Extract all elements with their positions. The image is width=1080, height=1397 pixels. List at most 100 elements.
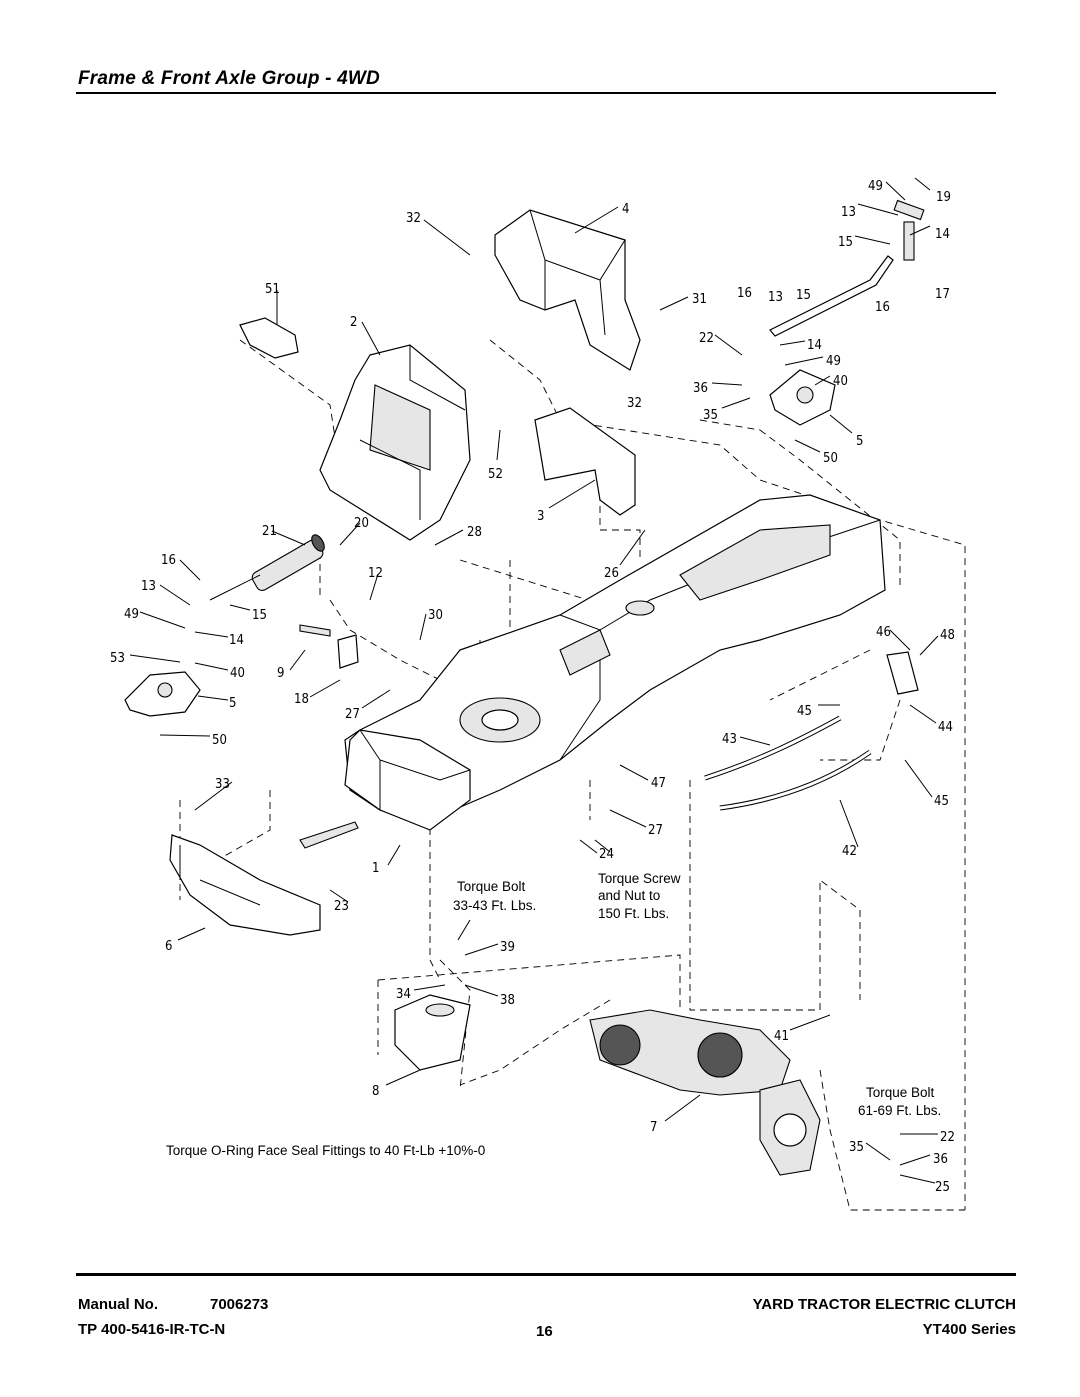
- callout-14: 14: [229, 633, 244, 648]
- torque-notes: Torque Bolt 33-43 Ft. Lbs. Torque Screw and…: [166, 871, 941, 1158]
- callout-49: 49: [868, 179, 883, 194]
- part-7-transaxle: [589, 1009, 821, 1176]
- callout-15: 15: [796, 288, 811, 303]
- callout-48: 48: [940, 628, 955, 643]
- torque-note: Torque Screw: [598, 871, 681, 886]
- part-9-bolt: [299, 624, 331, 637]
- part-6-bumper: [169, 834, 321, 936]
- footer-rule: [76, 1273, 1016, 1276]
- part-4-bracket: [494, 209, 641, 371]
- callout-7: 7: [650, 1120, 657, 1135]
- part-48-bracket: [886, 651, 919, 695]
- callout-21: 21: [262, 524, 277, 539]
- callout-40: 40: [230, 666, 245, 681]
- callout-6: 6: [165, 939, 172, 954]
- torque-note: and Nut to: [598, 888, 660, 903]
- callout-44: 44: [938, 720, 953, 735]
- callout-25: 25: [935, 1180, 950, 1195]
- callout-14: 14: [935, 227, 950, 242]
- tp-code: TP 400-5416-IR-TC-N: [78, 1321, 226, 1338]
- callout-2: 2: [350, 315, 357, 330]
- torque-note: 61-69 Ft. Lbs.: [858, 1103, 941, 1118]
- part-43-hose: [704, 715, 842, 781]
- callout-15: 15: [838, 235, 853, 250]
- callout-28: 28: [467, 525, 482, 540]
- torque-note: Torque Bolt: [457, 879, 526, 894]
- callout-9: 9: [277, 666, 284, 681]
- callout-27: 27: [345, 707, 360, 722]
- part-21-cylinder: [209, 534, 325, 601]
- callout-17: 17: [935, 287, 950, 302]
- callout-15: 15: [252, 608, 267, 623]
- callout-12: 12: [368, 566, 383, 581]
- callout-50: 50: [212, 733, 227, 748]
- callout-16: 16: [875, 300, 890, 315]
- callout-27: 27: [648, 823, 663, 838]
- callout-41: 41: [774, 1029, 789, 1044]
- drag-link-top: [769, 199, 925, 337]
- torque-note: 33-43 Ft. Lbs.: [453, 898, 536, 913]
- callout-31: 31: [692, 292, 707, 307]
- part-23-pin: [299, 821, 359, 849]
- manual-label: Manual No.: [78, 1296, 159, 1313]
- callout-13: 13: [141, 579, 156, 594]
- callout-53: 53: [110, 651, 125, 666]
- callout-13: 13: [768, 290, 783, 305]
- callout-47: 47: [651, 776, 666, 791]
- callout-5: 5: [856, 434, 863, 449]
- callout-32: 32: [406, 211, 421, 226]
- callout-45: 45: [797, 704, 812, 719]
- series-label: YT400 Series: [922, 1321, 1016, 1338]
- callout-19: 19: [936, 190, 951, 205]
- callout-3: 3: [537, 509, 544, 524]
- callout-24: 24: [599, 847, 614, 862]
- callout-22: 22: [940, 1130, 955, 1145]
- manual-number: 7006273: [210, 1296, 269, 1313]
- callout-20: 20: [354, 516, 369, 531]
- part-26-frame: [344, 494, 886, 821]
- callout-8: 8: [372, 1084, 379, 1099]
- callout-38: 38: [500, 993, 515, 1008]
- callout-26: 26: [604, 566, 619, 581]
- callout-45: 45: [934, 794, 949, 809]
- callout-49: 49: [124, 607, 139, 622]
- callout-35: 35: [703, 408, 718, 423]
- callout-1: 1: [372, 861, 379, 876]
- torque-note: 150 Ft. Lbs.: [598, 906, 669, 921]
- callout-16: 16: [161, 553, 176, 568]
- part-42-hose: [719, 749, 872, 811]
- callout-30: 30: [428, 608, 443, 623]
- callout-5: 5: [229, 696, 236, 711]
- part-5-steering-bracket-lower: [124, 671, 201, 717]
- part-3-bracket: [534, 407, 636, 516]
- product-title: YARD TRACTOR ELECTRIC CLUTCH: [752, 1296, 1016, 1313]
- callout-42: 42: [842, 844, 857, 859]
- callout-36: 36: [693, 381, 708, 396]
- callout-40: 40: [833, 374, 848, 389]
- callout-18: 18: [294, 692, 309, 707]
- callout-13: 13: [841, 205, 856, 220]
- torque-note: Torque O-Ring Face Seal Fittings to 40 F…: [166, 1143, 485, 1158]
- callout-49: 49: [826, 354, 841, 369]
- page-title: Frame & Front Axle Group - 4WD: [78, 68, 380, 89]
- callout-22: 22: [699, 331, 714, 346]
- callout-50: 50: [823, 451, 838, 466]
- callout-16: 16: [737, 286, 752, 301]
- part-2-dash-tower: [319, 344, 471, 541]
- callout-34: 34: [396, 987, 411, 1002]
- callout-4: 4: [622, 202, 629, 217]
- callout-23: 23: [334, 899, 349, 914]
- callout-39: 39: [500, 940, 515, 955]
- page-number: 16: [536, 1323, 553, 1340]
- part-1-front-mount: [344, 729, 471, 831]
- part-5-steering-bracket-top: [769, 369, 836, 426]
- callout-52: 52: [488, 467, 503, 482]
- title-rule: [76, 92, 996, 94]
- part-18-plate: [337, 634, 359, 669]
- callout-32: 32: [627, 396, 642, 411]
- torque-note: Torque Bolt: [866, 1085, 935, 1100]
- callout-46: 46: [876, 625, 891, 640]
- part-51-bracket: [239, 317, 299, 359]
- part-8-bracket: [394, 994, 471, 1071]
- callout-51: 51: [265, 282, 280, 297]
